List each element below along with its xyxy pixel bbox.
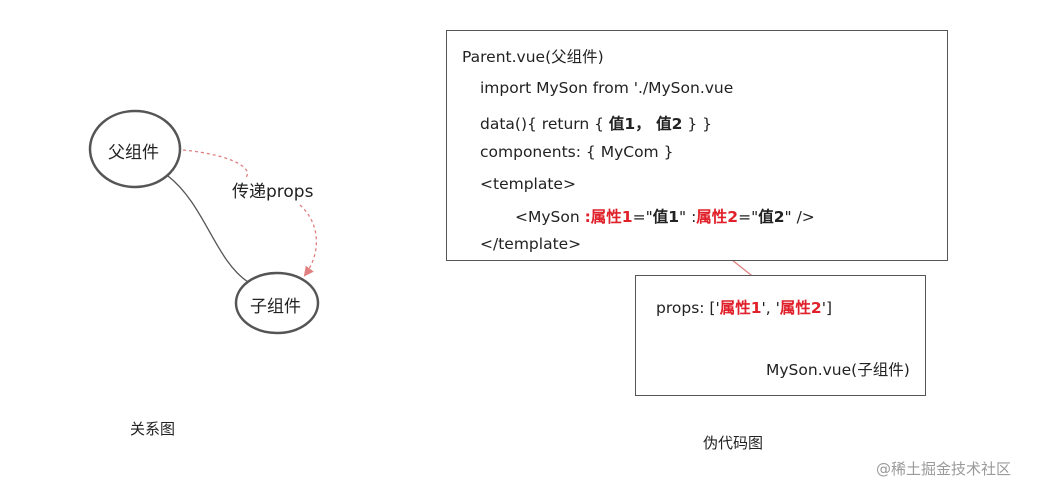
parent-node-label: 父组件: [108, 143, 159, 163]
props-mid: ', ': [761, 299, 780, 317]
props-arrow: [182, 149, 318, 275]
myson-prefix: <MySon: [515, 208, 585, 226]
props-edge-label: 传递props: [232, 182, 314, 202]
pseudo-code-caption: 伪代码图: [703, 434, 764, 452]
parent-code-box: Parent.vue(父组件) import MySon from './MyS…: [446, 30, 948, 261]
props-prefix: props: [': [656, 299, 720, 317]
attr-value-2: 值2: [758, 208, 785, 226]
attr-mid: " :: [679, 208, 697, 226]
child-code-box: props: ['属性1', '属性2'] MySon.vue(子组件): [635, 275, 926, 396]
components-line: components: { MyCom }: [480, 143, 674, 161]
data-value-2: 值2: [656, 115, 683, 133]
child-box-title: MySon.vue(子组件): [766, 361, 910, 379]
data-prefix: data(){ return {: [480, 115, 609, 133]
props-line: props: ['属性1', '属性2']: [656, 296, 832, 318]
relation-diagram-caption: 关系图: [130, 420, 176, 438]
parent-box-title: Parent.vue(父组件): [462, 48, 604, 66]
data-suffix: } }: [682, 115, 712, 133]
parent-node-circle: [88, 109, 182, 189]
attr-2: 属性2: [696, 208, 739, 226]
relation-connector: [167, 175, 249, 283]
myson-suffix: " />: [784, 208, 815, 226]
attr-value-1: 值1: [652, 208, 680, 226]
watermark: @稀土掘金技术社区: [876, 460, 1012, 478]
child-node-circle: [234, 271, 320, 335]
template-open: <template>: [480, 175, 576, 193]
prop-2: 属性2: [779, 299, 822, 317]
eq-2: =": [738, 208, 759, 226]
eq-1: =": [632, 208, 653, 226]
data-line: data(){ return { 值1， 值2 } }: [480, 112, 712, 134]
attr-1: :属性1: [584, 208, 633, 226]
prop-1: 属性1: [719, 299, 762, 317]
template-close: </template>: [480, 235, 582, 253]
props-suffix: ']: [821, 299, 833, 317]
data-separator: ，: [635, 115, 657, 133]
import-line: import MySon from './MySon.vue: [480, 79, 734, 97]
child-node-label: 子组件: [250, 297, 301, 317]
myson-line: <MySon :属性1="值1" :属性2="值2" />: [515, 205, 815, 227]
data-value-1: 值1: [608, 115, 636, 133]
